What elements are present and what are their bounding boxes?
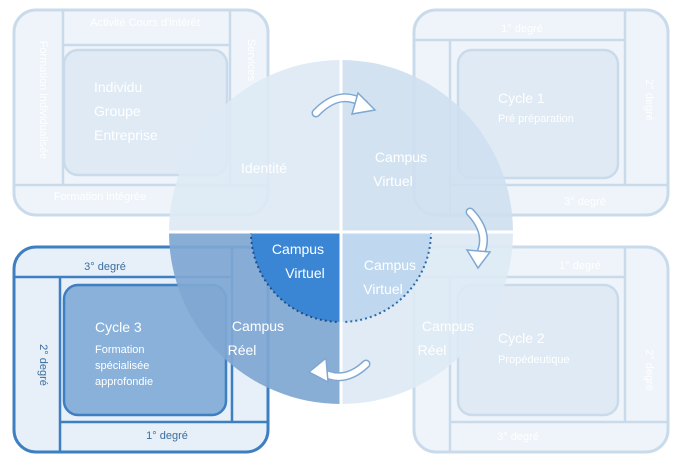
central-circle: Identité Campus Virtuel Campus Virtuel C…	[167, 58, 515, 406]
tr-bottom-degree: 3° degré	[564, 196, 606, 208]
cycle3-title: Cycle 3	[95, 319, 142, 335]
bottom-right-campus-line2: Réel	[418, 342, 447, 358]
top-right-campus-line2: Virtuel	[373, 173, 412, 189]
bottom-left-campus-line2: Réel	[228, 342, 257, 358]
bl-top-degree: 3° degré	[84, 261, 126, 273]
quadrant-top-left	[169, 60, 341, 232]
br-side-degree: 2° degré	[643, 349, 655, 391]
cycle3-line1: Formation	[95, 344, 145, 356]
campus-virtuel-light-disc	[341, 232, 431, 322]
individualized-label: Formation individualisée	[37, 41, 49, 160]
cycle1-title: Cycle 1	[498, 90, 545, 106]
bl-side-degree: 2° degré	[37, 344, 49, 386]
integrated-label: Formation intégrée	[54, 191, 146, 203]
cycle2-subtitle: Propédeutique	[498, 354, 570, 366]
bottom-left-campus-line1: Campus	[232, 318, 284, 334]
bl-bottom-degree: 1° degré	[146, 430, 188, 442]
tr-top-degree: 1° degré	[501, 23, 543, 35]
cycle-arrow-bottom-icon	[307, 356, 371, 384]
br-bottom-degree: 3° degré	[497, 431, 539, 443]
center-left-campus-line2: Virtuel	[285, 265, 324, 281]
center-left-campus-line1: Campus	[272, 241, 324, 257]
cycle2-title: Cycle 2	[498, 330, 545, 346]
services-label: Services	[245, 39, 257, 82]
quadrant-top-right	[341, 60, 513, 232]
cycle-arrow-right-icon	[465, 207, 492, 270]
cycle1-subtitle: Pré préparation	[498, 113, 574, 125]
campus-virtuel-dark-disc	[251, 232, 341, 322]
cycle3-line3: approfondie	[95, 376, 153, 388]
br-top-degree: 1° degré	[559, 260, 601, 272]
bottom-right-campus-line1: Campus	[422, 318, 474, 334]
activity-label: Activité Cours d'intérêt	[90, 17, 200, 29]
top-left-frame: Activité Cours d'intérêt Formation indiv…	[12, 8, 270, 217]
individu-text: Individu	[94, 79, 142, 95]
entreprise-text: Entreprise	[94, 127, 158, 143]
center-right-campus-line1: Campus	[364, 257, 416, 273]
cycle3-line2: spécialisée	[95, 360, 149, 372]
cycle-arrow-top-icon	[311, 91, 377, 118]
tr-side-degree: 2° degré	[643, 79, 655, 121]
top-right-campus-line1: Campus	[375, 149, 427, 165]
identite-label: Identité	[241, 160, 287, 176]
center-right-campus-line2: Virtuel	[363, 281, 402, 297]
groupe-text: Groupe	[94, 103, 141, 119]
